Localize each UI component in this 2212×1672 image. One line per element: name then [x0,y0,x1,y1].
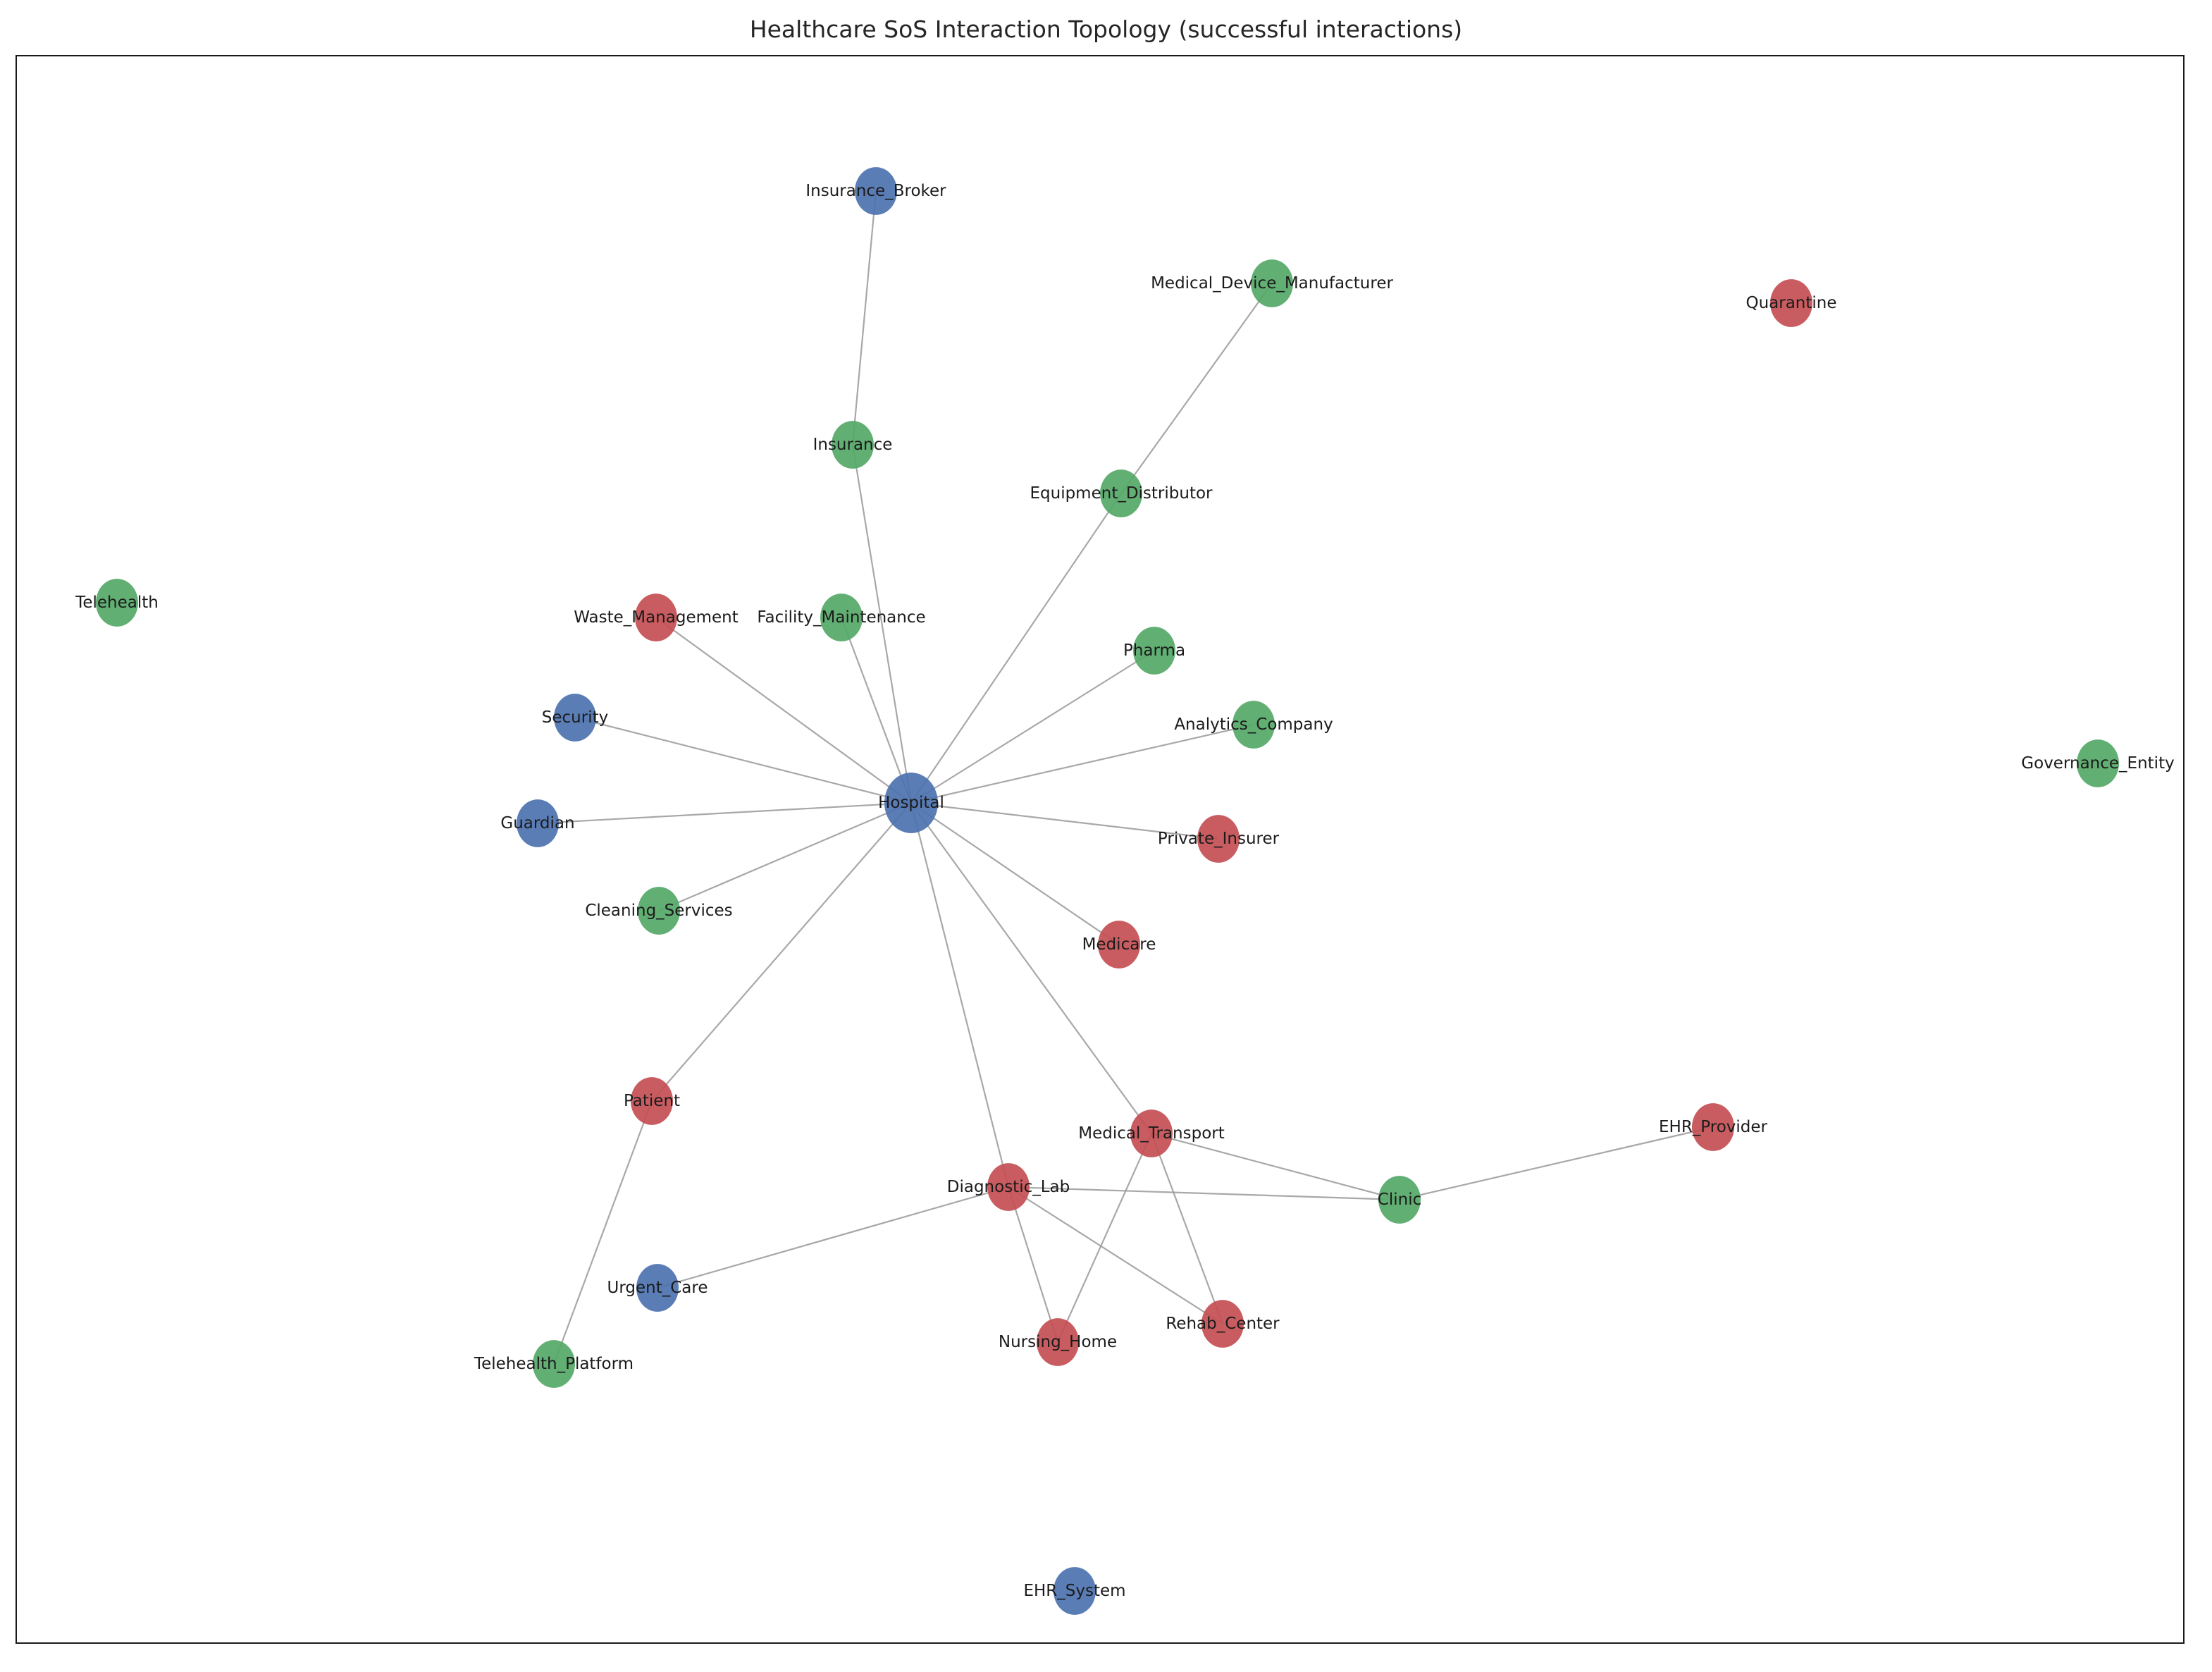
graph-node-guardian[interactable] [517,799,559,847]
edge-layer [537,190,1714,1365]
graph-edge [851,444,913,804]
graph-node-ehr-system[interactable] [1054,1567,1096,1615]
graph-edge [1056,1133,1153,1343]
graph-edge [1008,1186,1223,1324]
page-title: Healthcare SoS Interaction Topology (suc… [749,16,1463,43]
graph-node-waste-management[interactable] [635,594,677,641]
graph-edge [537,801,912,825]
graph-edge [1008,1186,1400,1201]
graph-node-diagnostic-lab[interactable] [987,1163,1030,1211]
graph-node-analytics-company[interactable] [1232,701,1275,749]
graph-node-facility-maintenance[interactable] [820,594,863,641]
graph-node-medical-device-manufacturer[interactable] [1251,259,1293,307]
graph-edge [910,802,1120,945]
graph-node-clinic[interactable] [1378,1176,1421,1224]
graph-edge [910,493,1122,804]
graph-node-equipment-distributor[interactable] [1100,469,1142,517]
graph-node-insurance-broker[interactable] [855,167,897,215]
graph-edge [655,617,912,804]
graph-edge [1007,1186,1059,1343]
graph-edge [840,617,913,804]
graph-node-pharma[interactable] [1133,627,1175,675]
graph-edge [658,801,912,912]
graph-node-patient[interactable] [631,1077,673,1125]
graph-node-security[interactable] [554,694,596,742]
graph-node-hospital[interactable] [884,773,938,833]
graph-edge [657,1186,1009,1289]
graph-node-insurance[interactable] [832,421,874,469]
graph-edge [1151,1132,1400,1201]
graph-node-nursing-home[interactable] [1037,1318,1079,1366]
graph-edge [574,716,912,804]
graph-edge [910,802,1010,1188]
graph-node-quarantine[interactable] [1770,279,1812,327]
graph-edge [1150,1133,1224,1324]
graph-edge [651,802,912,1102]
graph-edge [910,723,1254,804]
graph-node-urgent-care[interactable] [636,1264,679,1312]
graph-edge [910,802,1152,1134]
graph-edge [910,801,1219,840]
graph-node-governance-entity[interactable] [2077,739,2119,787]
graph-edge [552,1100,653,1365]
node-layer[interactable] [96,167,2119,1615]
graph-edge [910,650,1155,804]
graph-node-rehab-center[interactable] [1201,1300,1244,1348]
graph-edge [851,190,877,445]
graph-edge [1399,1126,1714,1201]
graph-node-medical-transport[interactable] [1130,1109,1173,1157]
graph-edge [1120,283,1273,494]
graph-node-ehr-provider[interactable] [1692,1103,1734,1151]
graph-node-telehealth[interactable] [96,579,138,627]
plot-frame [16,55,2185,1644]
graph-node-cleaning-services[interactable] [638,887,680,935]
graph-node-private-insurer[interactable] [1197,815,1240,863]
graph-node-medicare[interactable] [1098,921,1140,969]
graph-node-telehealth-platform[interactable] [533,1340,575,1388]
